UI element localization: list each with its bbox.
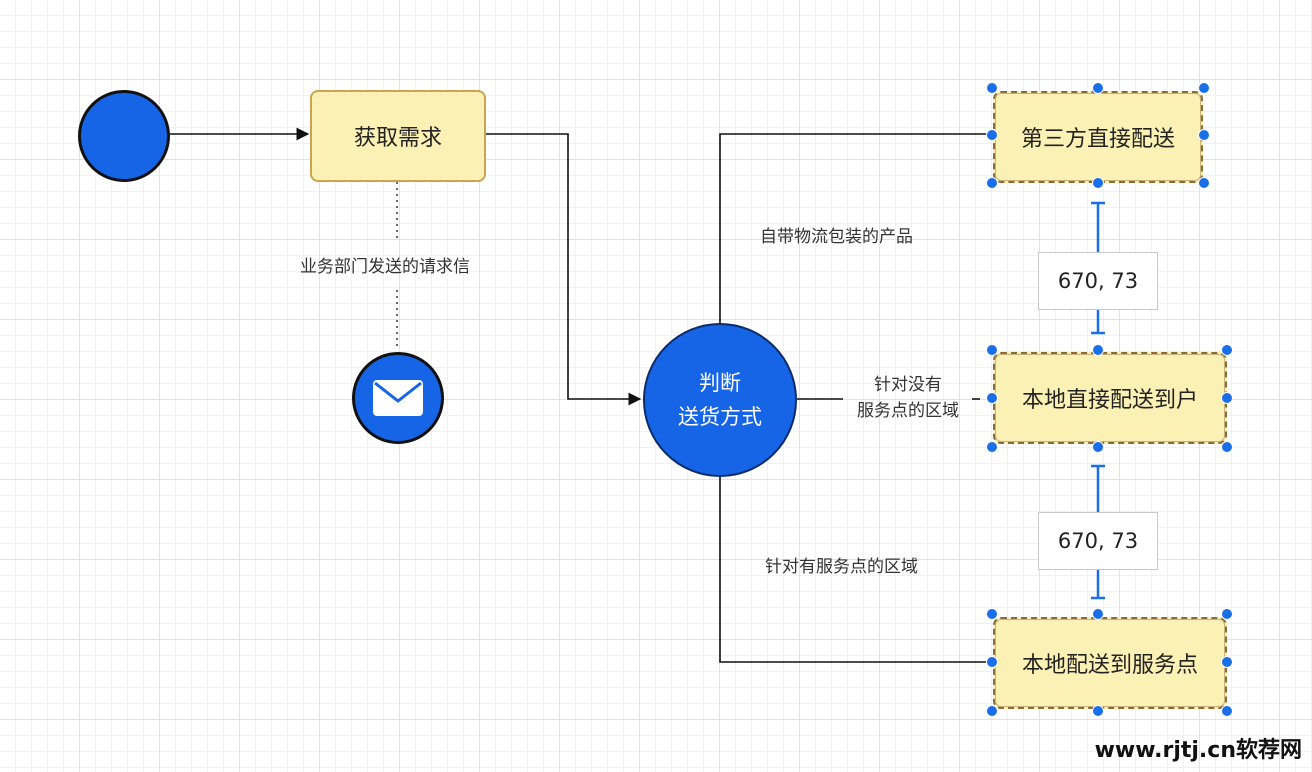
edge-label-top: 自带物流包装的产品 [760, 227, 913, 247]
resize-handle[interactable] [1092, 705, 1104, 717]
task-get-requirement-label: 获取需求 [353, 126, 442, 151]
resize-handle[interactable] [1092, 608, 1104, 620]
resize-handle[interactable] [1092, 82, 1104, 94]
resize-handle[interactable] [986, 392, 998, 404]
edge-label-middle-line2: 服务点的区域 [857, 401, 959, 421]
edge-label-middle-line1: 针对没有 [874, 375, 942, 395]
decision-label-line1: 判断 [699, 371, 741, 395]
resize-handle[interactable] [1092, 344, 1104, 356]
task-third-party-label: 第三方直接配送 [1020, 127, 1175, 152]
message-event[interactable] [352, 352, 444, 444]
edge-task-to-decision[interactable] [486, 133, 642, 406]
resize-handle[interactable] [1221, 392, 1233, 404]
edge-decision-to-third-party[interactable] [719, 133, 990, 324]
resize-handle[interactable] [1092, 441, 1104, 453]
watermark: www.rjtj.cn软荐网 [1094, 738, 1302, 763]
resize-handle[interactable] [1198, 177, 1210, 189]
resize-handle[interactable] [986, 656, 998, 668]
task-local-service-point-label: 本地配送到服务点 [1021, 653, 1198, 678]
resize-handle[interactable] [1221, 656, 1233, 668]
edge-label-bottom: 针对有服务点的区域 [765, 557, 918, 577]
resize-handle[interactable] [1221, 705, 1233, 717]
task-third-party-delivery[interactable]: 第三方直接配送 [993, 91, 1203, 183]
dimension-label: 670, 73 [1038, 512, 1158, 570]
task-local-home-delivery[interactable]: 本地直接配送到户 [993, 352, 1227, 444]
resize-handle[interactable] [1092, 177, 1104, 189]
resize-handle[interactable] [986, 441, 998, 453]
resize-handle[interactable] [1221, 608, 1233, 620]
decision-delivery-method[interactable]: 判断 送货方式 [643, 323, 797, 477]
task-get-requirement[interactable]: 获取需求 [310, 90, 486, 182]
resize-handle[interactable] [986, 344, 998, 356]
resize-handle[interactable] [1198, 82, 1210, 94]
decision-label-line2: 送货方式 [678, 405, 762, 429]
resize-handle[interactable] [1221, 344, 1233, 356]
dimension-label: 670, 73 [1038, 252, 1158, 310]
resize-handle[interactable] [986, 608, 998, 620]
resize-handle[interactable] [1221, 441, 1233, 453]
resize-handle[interactable] [986, 82, 998, 94]
resize-handle[interactable] [986, 177, 998, 189]
task-local-home-label: 本地直接配送到户 [1021, 388, 1198, 413]
edge-label-middle: 针对没有 服务点的区域 [843, 372, 973, 424]
resize-handle[interactable] [986, 705, 998, 717]
edge-decision-to-service-point[interactable] [719, 476, 990, 663]
resize-handle[interactable] [986, 129, 998, 141]
envelope-icon [373, 380, 423, 416]
message-flow-label: 业务部门发送的请求信 [300, 257, 470, 277]
resize-handle[interactable] [1198, 129, 1210, 141]
start-event[interactable] [78, 90, 170, 182]
task-local-service-point-delivery[interactable]: 本地配送到服务点 [993, 617, 1227, 709]
